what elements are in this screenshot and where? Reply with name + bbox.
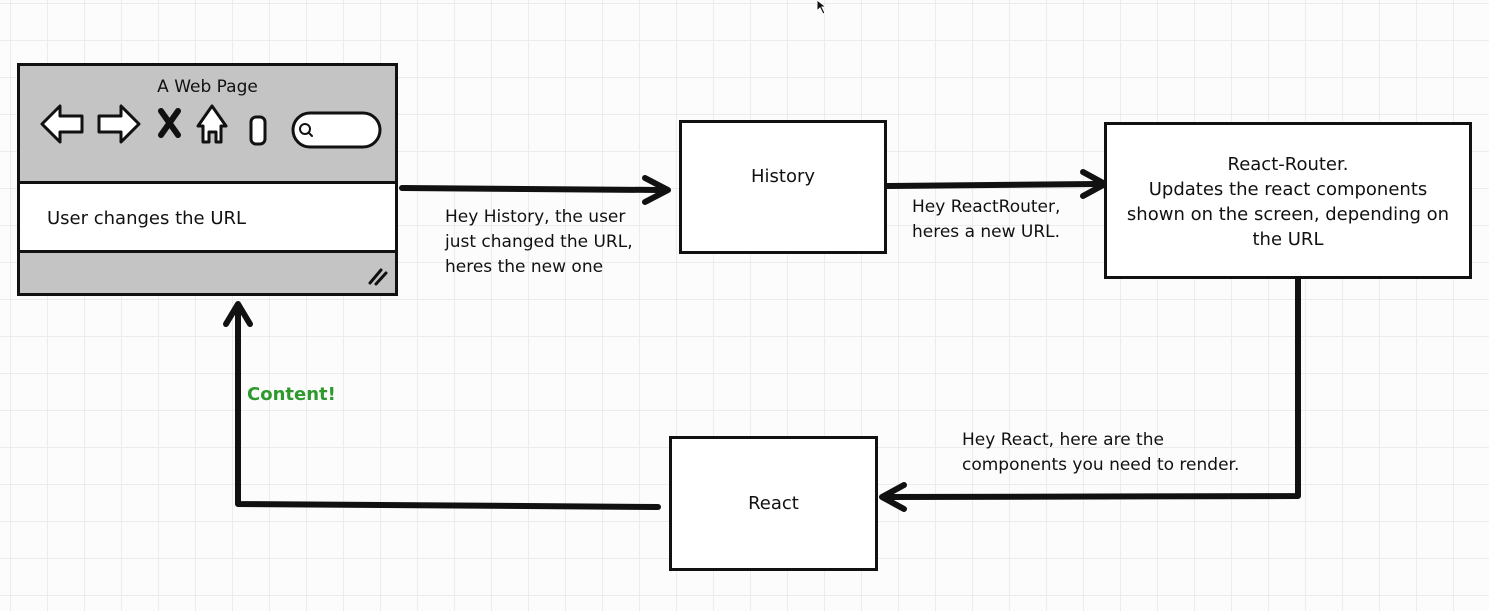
edge-label-router-to-react: Hey React, here are the components you n…: [962, 430, 1240, 475]
close-icon: [158, 108, 181, 138]
back-arrow-icon: [40, 104, 84, 144]
home-icon: [196, 104, 228, 144]
arrow-router-to-react: [879, 276, 1301, 512]
arrow-history-to-router: [883, 169, 1108, 199]
history-node: History: [679, 120, 887, 254]
edge-label-history-to-router: Hey ReactRouter, heres a new URL.: [912, 197, 1061, 242]
mouse-cursor-icon: [816, 0, 828, 15]
browser-toolbar: [40, 104, 382, 149]
react-router-node: React-Router. Updates the react componen…: [1104, 122, 1472, 279]
search-icon: [299, 123, 313, 137]
arrow-browser-to-history: [399, 175, 671, 205]
refresh-icon: [249, 115, 267, 146]
history-label: History: [750, 165, 816, 187]
react-label: React: [748, 493, 799, 514]
resize-handle-icon: [368, 268, 388, 286]
browser-body-text: User changes the URL: [47, 208, 247, 229]
browser-content-area: User changes the URL: [20, 181, 395, 253]
search-input: [291, 111, 382, 149]
react-router-description: Updates the react components shown on th…: [1126, 179, 1450, 250]
forward-arrow-icon: [97, 104, 141, 144]
edge-label-react-to-browser: Content!: [247, 384, 336, 405]
edge-label-browser-to-history: Hey History, the user just changed the U…: [445, 207, 633, 277]
react-router-title: React-Router.: [1227, 154, 1349, 175]
react-node: React: [669, 436, 878, 571]
browser-title: A Web Page: [157, 77, 258, 97]
browser-window: A Web Page User changes the URL: [17, 63, 398, 296]
arrow-react-to-browser: [223, 301, 661, 510]
